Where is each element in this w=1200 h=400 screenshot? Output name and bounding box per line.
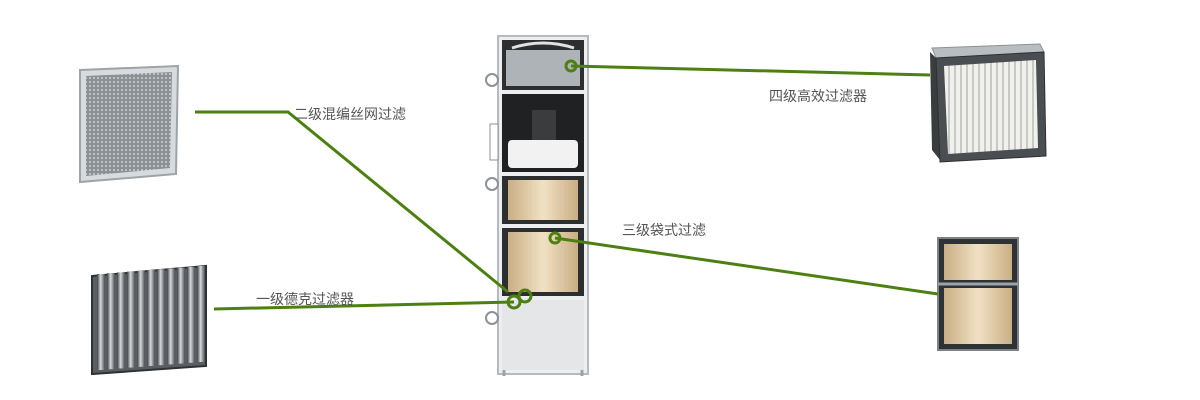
label-stage2: 二级混编丝网过滤 — [294, 107, 406, 123]
callout-line-stage1 — [213, 300, 515, 311]
callout-line-stage4 — [570, 64, 931, 77]
baffle-slat — [127, 271, 135, 368]
baffle-slat — [177, 267, 185, 364]
callout-marker-stage4 — [564, 59, 578, 73]
baffle-slat — [117, 272, 125, 369]
mesh-panel-filter-icon — [79, 64, 180, 184]
baffle-slat — [197, 266, 205, 362]
label-stage4: 四级高效过滤器 — [769, 89, 867, 105]
baffle-slat — [167, 268, 175, 365]
callout-lines — [195, 59, 939, 311]
purifier-cabinet-icon — [485, 35, 589, 376]
label-stage1: 一级德克过滤器 — [256, 292, 354, 308]
label-stage3: 三级袋式过滤 — [622, 223, 706, 239]
callout-marker-stage2 — [517, 288, 533, 304]
baffle-slat — [187, 266, 195, 363]
bag-filter-icon — [937, 237, 1019, 351]
baffle-slat — [97, 274, 105, 370]
callout-line-stage2 — [195, 110, 509, 294]
callout-line-stage3 — [554, 236, 939, 296]
baffle-slat — [157, 269, 165, 366]
callout-marker-stage3 — [548, 231, 562, 245]
baffle-grease-filter-icon — [91, 264, 207, 376]
hepa-filter-icon — [930, 43, 1047, 163]
baffle-slat — [137, 270, 145, 367]
baffle-slat — [107, 273, 115, 370]
baffle-slat — [147, 270, 155, 366]
callout-marker-stage1 — [506, 294, 522, 310]
